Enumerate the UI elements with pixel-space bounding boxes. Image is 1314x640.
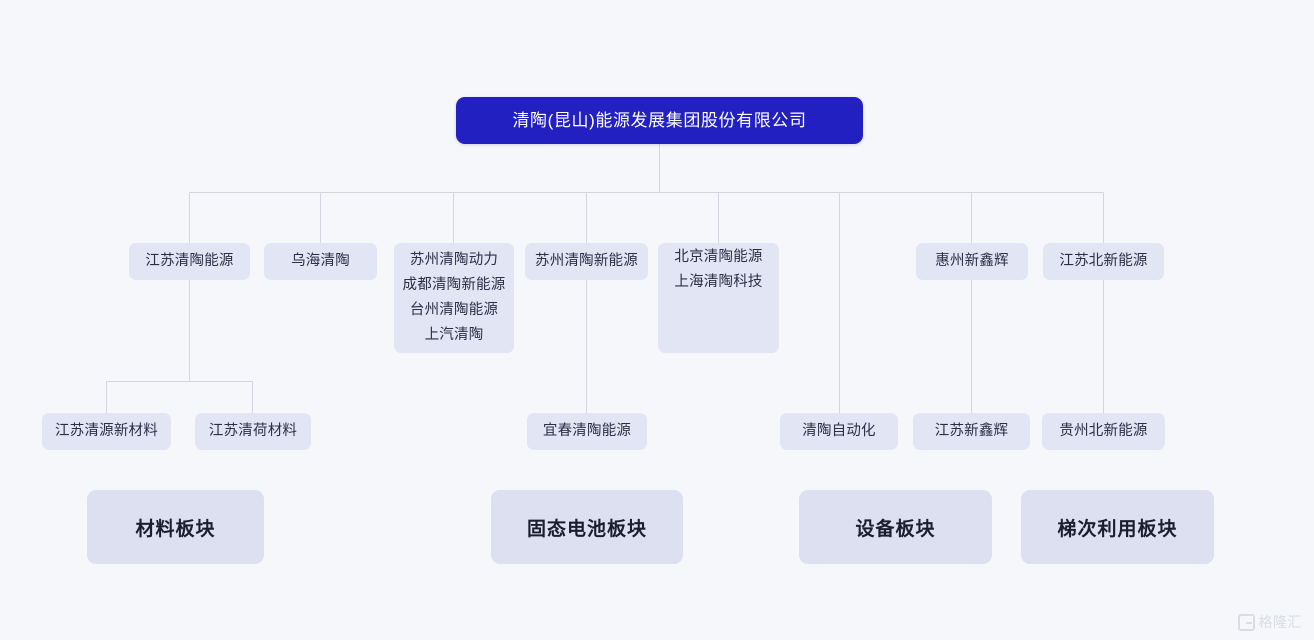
root-node[interactable]: 清陶(昆山)能源发展集团股份有限公司 xyxy=(456,97,863,144)
node-label-group: 江苏清陶能源 xyxy=(129,249,250,274)
node-jiangsu-qingyuan-materials[interactable]: 江苏清源新材料 xyxy=(42,413,171,450)
sector-cascade-utilization[interactable]: 梯次利用板块 xyxy=(1021,490,1214,564)
node-line: 苏州清陶新能源 xyxy=(535,253,638,269)
node-label-group: 江苏北新能源 xyxy=(1043,249,1164,274)
node-label-group: 清陶自动化 xyxy=(780,419,898,444)
node-jiangsu-xinxinhui[interactable]: 江苏新鑫辉 xyxy=(913,413,1030,450)
node-label-group: 江苏清源新材料 xyxy=(42,419,171,444)
node-line: 惠州新鑫辉 xyxy=(935,253,1009,269)
node-line: 上海清陶科技 xyxy=(674,273,763,290)
sector-label: 梯次利用板块 xyxy=(1057,518,1178,540)
node-wuhai-qingtao[interactable]: 乌海清陶 xyxy=(264,243,377,280)
node-line: 江苏清源新材料 xyxy=(55,423,158,439)
node-label-group: 贵州北新能源 xyxy=(1042,419,1165,444)
node-line: 苏州清陶动力 xyxy=(409,252,499,268)
node-line: 台州清陶能源 xyxy=(409,302,499,318)
node-line: 北京清陶能源 xyxy=(674,248,763,265)
node-suzhou-qingtao-new-energy[interactable]: 苏州清陶新能源 xyxy=(525,243,648,280)
node-beijing-qingtao-energy[interactable]: 北京清陶能源 上海清陶科技 xyxy=(658,243,779,353)
sector-materials[interactable]: 材料板块 xyxy=(87,490,264,564)
node-label-group: 苏州清陶动力 成都清陶新能源 台州清陶能源 上汽清陶 xyxy=(394,248,514,348)
node-jiangsu-qinghe-materials[interactable]: 江苏清荷材料 xyxy=(195,413,311,450)
sector-label: 固态电池板块 xyxy=(526,518,647,540)
sector-solid-state-battery[interactable]: 固态电池板块 xyxy=(491,490,683,564)
glh-logo-icon xyxy=(1237,613,1255,631)
sector-label: 材料板块 xyxy=(135,518,216,540)
node-line: 江苏新鑫辉 xyxy=(934,423,1009,439)
node-guizhou-beixin-energy[interactable]: 贵州北新能源 xyxy=(1042,413,1165,450)
node-qingtao-automation[interactable]: 清陶自动化 xyxy=(780,413,898,450)
node-huizhou-xinxinhui[interactable]: 惠州新鑫辉 xyxy=(916,243,1028,280)
node-jiangsu-qingtao-energy[interactable]: 江苏清陶能源 xyxy=(129,243,250,280)
node-line: 成都清陶新能源 xyxy=(402,277,506,293)
watermark-text: 格隆汇 xyxy=(1258,614,1302,630)
node-label-group: 江苏清荷材料 xyxy=(195,419,311,444)
node-line: 宜春清陶能源 xyxy=(542,423,632,439)
node-yichun-qingtao-energy[interactable]: 宜春清陶能源 xyxy=(527,413,647,450)
sector-equipment[interactable]: 设备板块 xyxy=(799,490,992,564)
watermark: 格隆汇 xyxy=(1237,612,1303,632)
node-line: 江苏清荷材料 xyxy=(208,423,298,439)
node-label-group: 惠州新鑫辉 xyxy=(916,249,1028,274)
node-line: 江苏北新能源 xyxy=(1059,253,1148,269)
node-line: 乌海清陶 xyxy=(291,253,350,269)
node-label-group: 江苏新鑫辉 xyxy=(913,419,1030,444)
node-line: 上汽清陶 xyxy=(424,327,484,343)
node-label-group: 宜春清陶能源 xyxy=(527,419,647,444)
sector-label: 设备板块 xyxy=(855,518,936,540)
node-suzhou-qingtao-power[interactable]: 苏州清陶动力 成都清陶新能源 台州清陶能源 上汽清陶 xyxy=(394,243,514,353)
node-label-group: 北京清陶能源 上海清陶科技 xyxy=(658,242,779,355)
node-line: 江苏清陶能源 xyxy=(145,253,234,269)
node-jiangsu-beixin-energy[interactable]: 江苏北新能源 xyxy=(1043,243,1164,280)
node-line: 贵州北新能源 xyxy=(1059,423,1148,439)
node-label-group: 乌海清陶 xyxy=(264,249,377,274)
root-node-label: 清陶(昆山)能源发展集团股份有限公司 xyxy=(512,111,807,130)
node-label-group: 苏州清陶新能源 xyxy=(525,249,648,274)
node-line: 清陶自动化 xyxy=(802,423,876,439)
